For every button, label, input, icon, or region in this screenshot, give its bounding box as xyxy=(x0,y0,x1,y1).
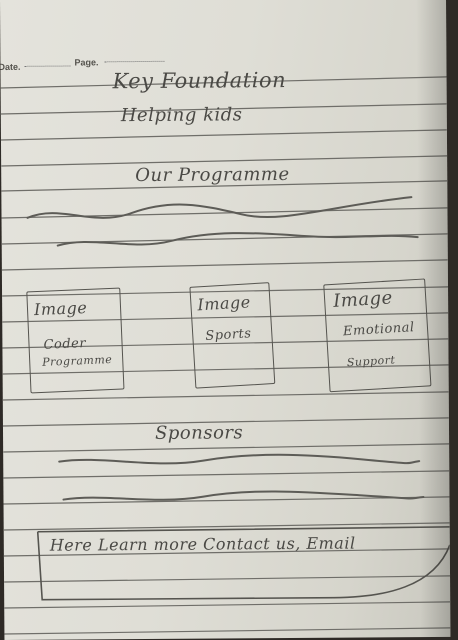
rule-line xyxy=(3,522,450,531)
site-subtitle: Helping kids xyxy=(120,104,243,127)
footer-box-outline xyxy=(36,526,451,601)
rule-line xyxy=(3,496,450,505)
section-heading: Our Programme xyxy=(135,163,290,187)
rule-line xyxy=(4,575,451,583)
rule-line xyxy=(1,207,448,219)
program-card: Image Coder Programme xyxy=(26,287,125,394)
card-caption: Support xyxy=(346,353,396,370)
rule-line xyxy=(3,443,450,453)
rule-line xyxy=(0,76,447,89)
card-caption: Programme xyxy=(41,352,113,369)
rule-line xyxy=(4,627,451,635)
page-edge-shadow xyxy=(415,0,451,638)
rule-line xyxy=(3,470,450,479)
sponsors-heading: Sponsors xyxy=(154,422,244,444)
rule-line xyxy=(2,312,449,323)
text-placeholder-squiggle xyxy=(62,490,425,501)
rule-line xyxy=(2,286,449,297)
card-image-placeholder: Image xyxy=(332,287,394,312)
rule-line xyxy=(2,417,449,427)
footer-box-text: Here Learn more Contact us, Email xyxy=(49,533,356,555)
program-card: Image Sports xyxy=(189,282,276,389)
text-placeholder-squiggle xyxy=(26,196,413,219)
rule-line xyxy=(0,129,447,141)
card-caption: Emotional xyxy=(342,320,416,340)
text-placeholder-squiggle xyxy=(56,232,419,247)
rule-line xyxy=(1,155,448,167)
rule-line xyxy=(2,364,449,375)
rule-line xyxy=(1,180,448,192)
card-image-placeholder: Image xyxy=(33,297,88,320)
rule-line xyxy=(2,391,449,401)
card-image-placeholder: Image xyxy=(196,292,252,315)
rule-line xyxy=(2,338,449,349)
card-caption: Sports xyxy=(204,326,252,344)
rule-line xyxy=(3,548,450,557)
rule-line xyxy=(0,103,447,115)
rule-line xyxy=(4,601,451,609)
card-caption: Coder xyxy=(43,336,87,353)
site-title: Key Foundation xyxy=(112,68,287,94)
rule-line xyxy=(1,259,448,271)
program-card: Image Emotional Support xyxy=(323,278,432,393)
text-placeholder-squiggle xyxy=(58,453,421,465)
